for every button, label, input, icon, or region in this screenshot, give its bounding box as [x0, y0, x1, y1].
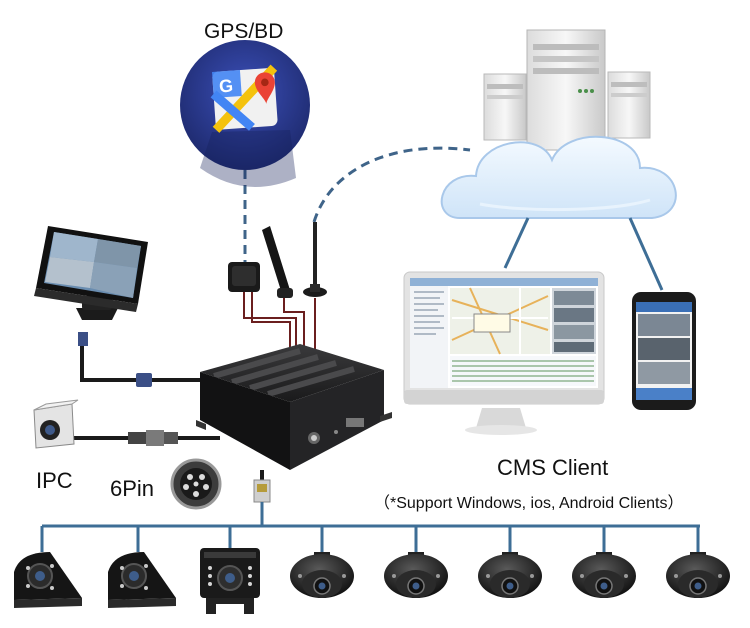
wireless-links — [243, 146, 471, 262]
smartphone-client-icon — [632, 292, 696, 410]
side-camera-icon — [14, 552, 82, 608]
mdvr-icon — [196, 344, 392, 470]
gps-map-icon: G — [180, 40, 310, 187]
video-cables — [74, 336, 264, 480]
dome-camera-icon — [290, 552, 354, 598]
antenna-cables — [243, 290, 316, 358]
svg-text:G: G — [218, 76, 233, 97]
cloud-dashed-link — [312, 146, 471, 223]
vga-plug — [78, 332, 88, 346]
rj45-connector — [253, 479, 271, 526]
dome-camera-icon — [572, 552, 636, 598]
aviation-connector — [128, 430, 178, 446]
dome-camera-icon — [384, 552, 448, 598]
cloud-client-links — [503, 217, 664, 291]
side-camera-icon — [108, 552, 176, 608]
cloud-icon — [440, 135, 677, 219]
dome-camera-icon — [478, 552, 542, 598]
vga-connector — [136, 373, 152, 387]
monitor-icon — [34, 226, 148, 320]
cms-client-label: CMS Client — [497, 455, 609, 480]
connector-6pin-icon — [170, 458, 222, 510]
camera-bus — [40, 524, 700, 552]
six-pin-label: 6Pin — [110, 476, 155, 501]
server-icon — [483, 29, 651, 151]
ip-camera-icon — [33, 399, 79, 449]
support-note: （*Support Windows, ios, Android Clients） — [374, 495, 684, 512]
ipc-label: IPC — [36, 468, 73, 493]
desktop-client-icon — [403, 271, 605, 435]
gps-antenna — [228, 262, 260, 292]
dome-camera-icon — [666, 552, 730, 598]
gps-label: GPS/BD — [204, 20, 284, 43]
wifi-antenna — [303, 222, 327, 297]
rear-camera-icon — [200, 548, 260, 614]
4g-antenna — [262, 226, 293, 298]
